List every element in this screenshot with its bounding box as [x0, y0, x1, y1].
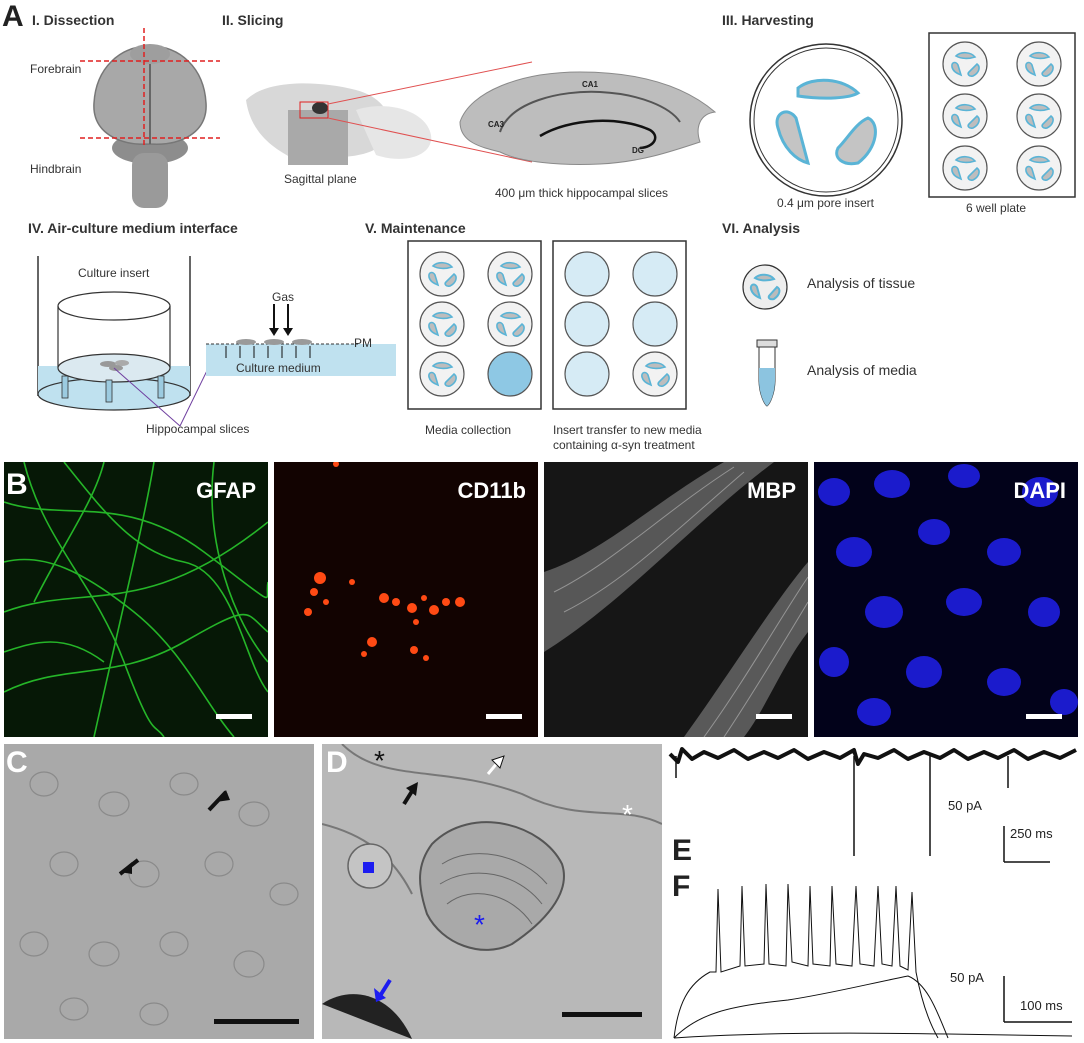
scale-bar	[216, 714, 252, 719]
svg-text:*: *	[622, 799, 633, 830]
panel-f-letter: F	[672, 870, 691, 903]
maintenance-plate-1	[407, 240, 542, 410]
panel-e-letter: E	[672, 834, 693, 867]
analysis-tissue-label: Analysis of tissue	[807, 275, 916, 291]
svg-text:*: *	[374, 745, 385, 776]
harvesting-title: III. Harvesting	[722, 12, 814, 28]
panel-a-letter: A	[2, 0, 24, 33]
maintenance-title: V. Maintenance	[365, 220, 466, 236]
pore-insert-illustration	[749, 43, 903, 197]
stain-label-mbp: MBP	[747, 478, 796, 503]
stain-label-gfap: GFAP	[196, 478, 256, 503]
dapi-micrograph: DAPI	[814, 462, 1078, 737]
dissection-title: I. Dissection	[32, 12, 115, 28]
panel-b-letter: B	[6, 468, 28, 501]
tube-icon	[756, 339, 778, 407]
gfap-fibers	[4, 462, 268, 737]
media-collection-label: Media collection	[425, 423, 512, 437]
gfap-micrograph: GFAP	[4, 462, 268, 737]
cd11b-micrograph: CD11b	[274, 462, 538, 737]
analysis-title: VI. Analysis	[722, 220, 801, 236]
sagittal-brain-illustration	[246, 83, 432, 165]
stain-label-cd11b: CD11b	[457, 478, 526, 503]
mouse-brain-illustration	[80, 28, 220, 208]
em-micrograph: * * *	[322, 744, 662, 1039]
culture-insert-label: Culture insert	[78, 266, 150, 280]
scale-bar	[756, 714, 792, 719]
cd11b-spots	[304, 462, 465, 661]
culture-insert-illustration	[37, 256, 396, 427]
sagittal-plane-label: Sagittal plane	[284, 172, 357, 186]
hippocampal-slices-label: Hippocampal slices	[146, 422, 250, 436]
mbp-tracts	[544, 462, 808, 737]
six-well-plate-illustration	[928, 32, 1076, 198]
e-scale-time: 250 ms	[1010, 826, 1053, 841]
interface-title: IV. Air-culture medium interface	[28, 220, 238, 236]
em-texture: * * *	[322, 744, 662, 1039]
culture-medium-label: Culture medium	[236, 361, 321, 375]
tissue-analysis-icon	[742, 264, 788, 310]
scale-bar	[486, 714, 522, 719]
f-scale-time: 100 ms	[1020, 998, 1063, 1013]
f-scale-current: 50 pA	[950, 970, 984, 985]
scale-bar	[1026, 714, 1062, 719]
mbp-micrograph: MBP	[544, 462, 808, 737]
slice-thickness-caption: 400 μm thick hippocampal slices	[495, 186, 668, 200]
stain-label-dapi: DAPI	[1013, 478, 1066, 503]
insert-transfer-label-2: containing α-syn treatment	[553, 438, 695, 452]
analysis-media-label: Analysis of media	[807, 362, 917, 378]
dic-texture	[19, 771, 299, 1026]
gas-label: Gas	[272, 290, 295, 304]
ephys-traces	[668, 747, 1077, 1039]
slicing-title: II. Slicing	[222, 12, 284, 28]
pm-label: PM	[354, 336, 372, 350]
panel-c-letter: C	[6, 746, 28, 779]
maintenance-plate-2	[552, 240, 687, 410]
ca3-label: CA3	[488, 120, 505, 129]
dic-micrograph	[4, 744, 314, 1039]
hindbrain-label: Hindbrain	[30, 162, 82, 176]
pore-insert-caption: 0.4 μm pore insert	[777, 196, 874, 210]
hippocampal-slice-illustration	[327, 61, 717, 165]
dg-label: DG	[632, 146, 644, 155]
ca1-label: CA1	[582, 80, 599, 89]
e-scale-current: 50 pA	[948, 798, 982, 813]
panel-d-letter: D	[326, 746, 348, 779]
svg-text:*: *	[474, 909, 485, 940]
insert-transfer-label-1: Insert transfer to new media	[553, 423, 702, 437]
dapi-nuclei	[818, 464, 1078, 726]
six-well-plate-caption: 6 well plate	[966, 201, 1027, 215]
forebrain-label: Forebrain	[30, 62, 82, 76]
